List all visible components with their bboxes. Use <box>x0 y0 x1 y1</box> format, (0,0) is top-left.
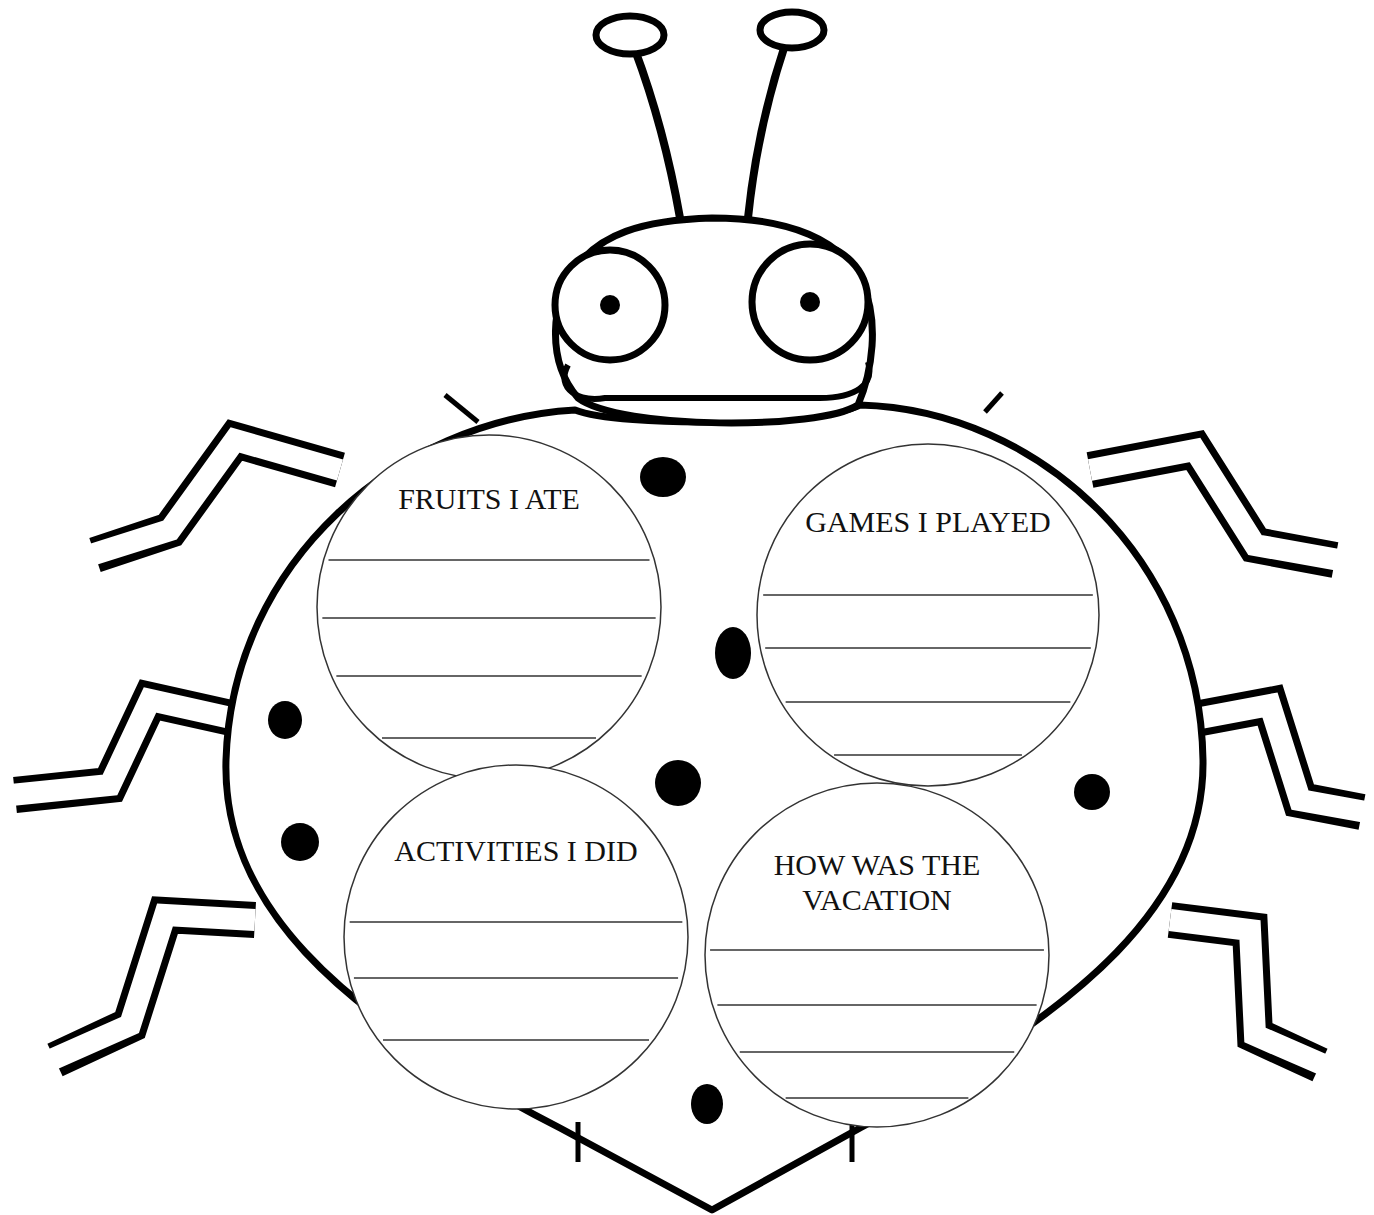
circle-outline <box>756 443 1100 787</box>
writing-line <box>717 1004 1036 1006</box>
topic-circle: HOW WAS THE VACATION <box>704 782 1050 1128</box>
writing-line <box>765 647 1091 649</box>
writing-line <box>329 559 650 561</box>
antennae <box>596 12 824 218</box>
bug-body <box>226 405 1203 1210</box>
topic-circle: GAMES I PLAYED <box>756 443 1100 787</box>
writing-line <box>763 594 1093 596</box>
writing-line <box>786 701 1071 703</box>
circle-outline <box>704 782 1050 1128</box>
circle-heading: HOW WAS THE VACATION <box>737 848 1018 917</box>
writing-line <box>350 921 683 923</box>
writing-line <box>336 675 641 677</box>
writing-line <box>322 617 655 619</box>
writing-line <box>710 949 1044 951</box>
circle-heading: GAMES I PLAYED <box>791 505 1066 540</box>
writing-line <box>740 1051 1014 1053</box>
circle-heading: ACTIVITIES I DID <box>373 834 658 869</box>
writing-line <box>834 754 1022 756</box>
writing-line <box>354 977 678 979</box>
writing-line <box>383 1039 649 1041</box>
writing-line <box>382 737 596 739</box>
topic-circle: ACTIVITIES I DID <box>343 764 689 1110</box>
bug-head <box>555 218 872 423</box>
writing-line <box>786 1097 969 1099</box>
circle-outline <box>343 764 689 1110</box>
topic-circle: FRUITS I ATE <box>316 434 662 780</box>
circle-heading: FRUITS I ATE <box>361 482 617 517</box>
